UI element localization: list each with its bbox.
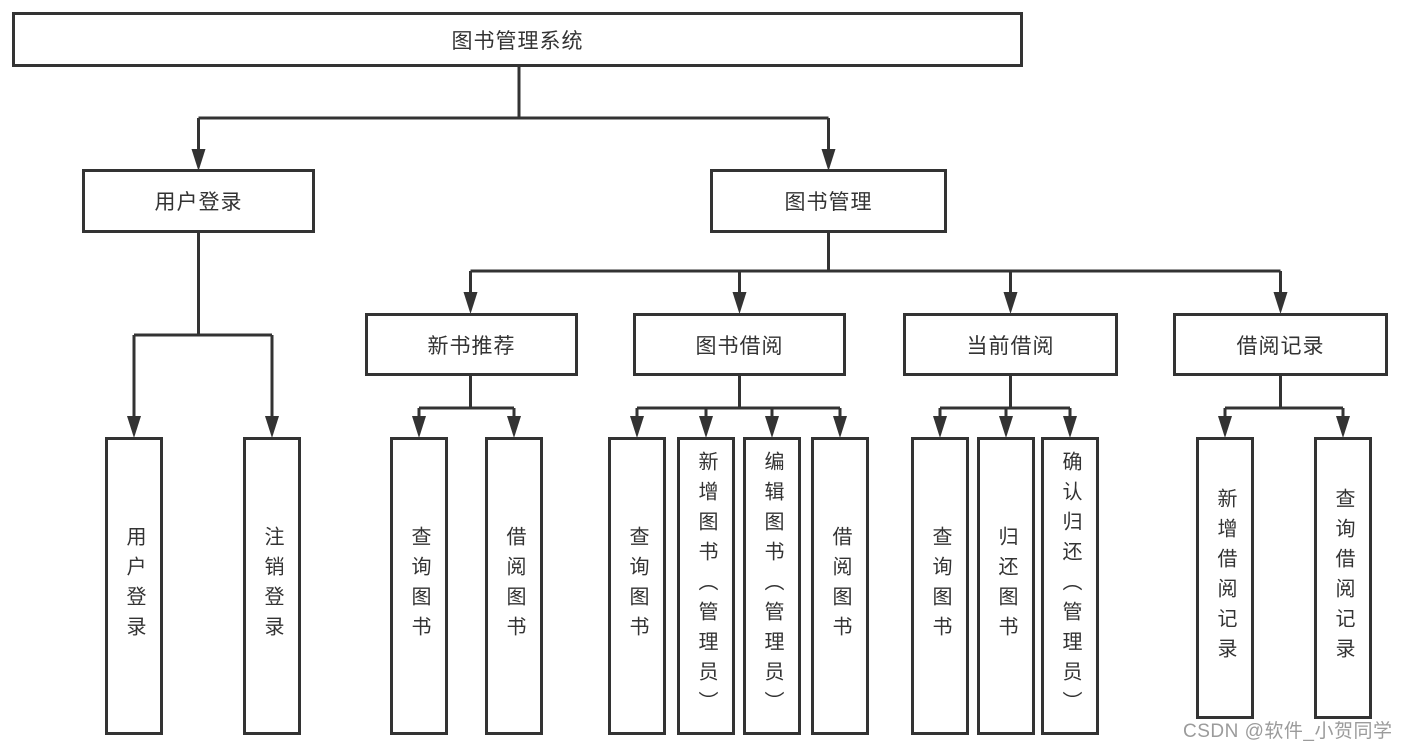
leaf-label: 确认归还（管理员） [1059, 451, 1081, 721]
leaf-label: 新增借阅记录 [1214, 488, 1236, 668]
connector-current-borrow [938, 376, 1072, 416]
arrowheads-book-borrow [630, 416, 847, 438]
node-borrow-book: 借阅图书 [485, 437, 543, 735]
node-query-borrow-record: 查询借阅记录 [1314, 437, 1372, 719]
arrowheads-new-book [412, 416, 521, 438]
connector-root-to-level2 [197, 67, 830, 150]
connector-user-login [132, 233, 274, 416]
connector-new-book [417, 376, 516, 416]
node-current-borrow: 当前借阅 [903, 313, 1118, 376]
node-query-books: 查询图书 [608, 437, 666, 735]
arrowheads-level2 [191, 149, 836, 171]
leaf-label: 查询图书 [408, 526, 430, 646]
node-borrow-book: 借阅图书 [811, 437, 869, 735]
leaf-label: 编辑图书（管理员） [761, 451, 783, 721]
node-add-borrow-record: 新增借阅记录 [1196, 437, 1254, 719]
node-library-system: 图书管理系统 [12, 12, 1023, 67]
node-confirm-return-admin: 确认归还（管理员） [1041, 437, 1099, 735]
csdn-watermark: CSDN @软件_小贺同学 [1183, 721, 1393, 742]
leaf-label: 注销登录 [261, 526, 283, 646]
arrowheads-borrow-records [1218, 416, 1350, 438]
leaf-label: 归还图书 [995, 526, 1017, 646]
leaf-label: 查询图书 [626, 526, 648, 646]
node-return-book: 归还图书 [977, 437, 1035, 735]
node-add-book-admin: 新增图书（管理员） [677, 437, 735, 735]
leaf-label: 新增图书（管理员） [695, 451, 717, 721]
node-book-management: 图书管理 [710, 169, 947, 233]
node-query-books: 查询图书 [390, 437, 448, 735]
leaf-label: 借阅图书 [829, 526, 851, 646]
connector-book-borrow [635, 376, 842, 416]
leaf-label: 查询图书 [929, 526, 951, 646]
connector-borrow-records [1223, 376, 1345, 416]
node-book-borrow: 图书借阅 [633, 313, 846, 376]
arrowheads-user-login [127, 416, 279, 438]
node-borrow-records: 借阅记录 [1173, 313, 1388, 376]
leaf-label: 查询借阅记录 [1332, 488, 1354, 668]
node-edit-book-admin: 编辑图书（管理员） [743, 437, 801, 735]
node-user-login: 用户登录 [82, 169, 315, 233]
node-user-login-leaf: 用户登录 [105, 437, 163, 735]
node-new-book-recommend: 新书推荐 [365, 313, 578, 376]
leaf-label: 用户登录 [123, 526, 145, 646]
node-logout: 注销登录 [243, 437, 301, 735]
arrowheads-current-borrow [933, 416, 1077, 438]
node-query-books: 查询图书 [911, 437, 969, 735]
arrowheads-level3 [463, 292, 1288, 314]
leaf-label: 借阅图书 [503, 526, 525, 646]
connector-book-management [469, 233, 1282, 292]
